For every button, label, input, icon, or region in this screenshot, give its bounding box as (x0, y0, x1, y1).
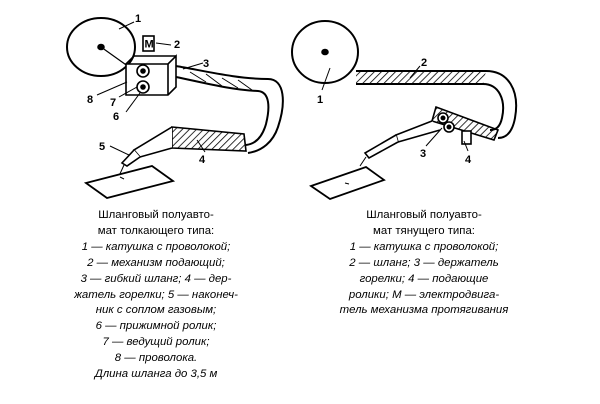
left-caption-line: жатель горелки; 5 — наконеч- (74, 288, 238, 301)
label-4-left: 4 (199, 154, 206, 166)
left-caption-line: 7 — ведущий ролик; (102, 336, 210, 349)
label-1-right: 1 (317, 94, 323, 106)
svg-text:M: M (145, 39, 154, 51)
label-6-left: 6 (113, 111, 119, 123)
left-caption-line: 2 — механизм подающий; (87, 256, 225, 269)
right-caption-line: Шланговый полуавто- (366, 209, 482, 221)
workpiece-left (83, 165, 176, 199)
label-2-right: 2 (421, 57, 427, 69)
flexible-hose-left (175, 65, 284, 154)
label-4-right: 4 (465, 154, 472, 166)
left-caption-line: Длина шланга до 3,5 м (94, 368, 218, 381)
feed-mechanism-left (125, 54, 177, 96)
left-caption-line: мат толкающего типа: (97, 224, 215, 237)
label-5-left: 5 (99, 141, 105, 153)
left-caption-line: 1 — катушка с проволокой; (81, 240, 231, 253)
right-caption-line: мат тянущего типа: (373, 224, 475, 237)
workpiece-right (309, 165, 386, 201)
right-caption-line: горелки; 4 — подающие (359, 272, 489, 285)
left-labels: 1 2 3 4 5 6 7 8 (87, 13, 209, 166)
right-caption-line: ролики; М — электродвига- (348, 288, 500, 301)
right-caption-line: 1 — катушка с проволокой; (349, 240, 499, 253)
torch-holder-right (359, 105, 500, 167)
left-caption-line: Шланговый полуавто- (98, 209, 214, 221)
hose-right (356, 70, 518, 139)
feed-motor-left: M (142, 35, 155, 52)
label-3-right: 3 (420, 148, 426, 160)
left-caption-line: 8 — проволока. (114, 352, 198, 365)
right-caption-line: тель механизма протягивания (339, 304, 509, 317)
left-caption-line: ник с соплом газовым; (95, 304, 217, 317)
right-diagram (291, 20, 518, 201)
left-diagram: M (66, 17, 284, 199)
label-2-left: 2 (174, 39, 180, 51)
left-caption: Шланговый полуавто- мат толкающего типа:… (36, 208, 276, 383)
label-8-left: 8 (87, 94, 93, 106)
right-caption: Шланговый полуавто- мат тянущего типа: 1… (298, 208, 550, 319)
torch-holder-left (118, 126, 247, 177)
label-3-left: 3 (203, 58, 209, 70)
right-caption-line: 2 — шланг; 3 — держатель (349, 256, 499, 269)
left-caption-line: 3 — гибкий шланг; 4 — дер- (80, 272, 232, 285)
label-7-left: 7 (110, 97, 116, 109)
label-1-left: 1 (135, 13, 141, 25)
left-caption-line: 6 — прижимной ролик; (95, 320, 217, 333)
wire-spool-right (291, 20, 359, 84)
right-labels: 1 2 3 4 (317, 57, 472, 166)
